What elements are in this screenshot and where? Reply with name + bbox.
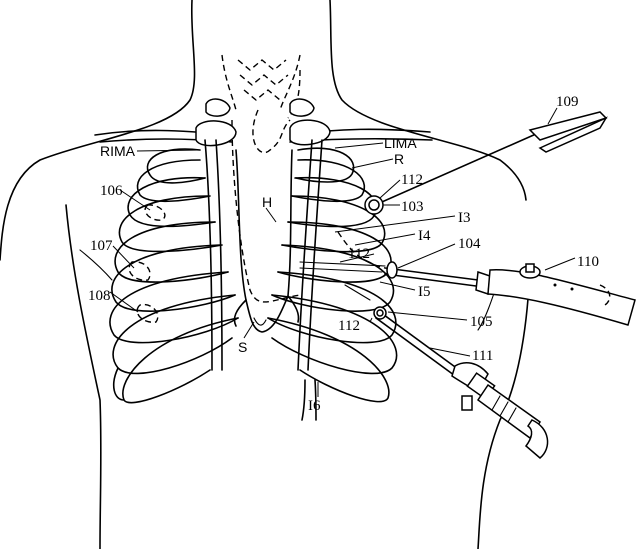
forceps-instrument-109 [375, 112, 606, 205]
port-105 [374, 307, 386, 319]
left-ribcage [268, 148, 397, 401]
label-106: 106 [100, 183, 123, 199]
label-h: H [262, 194, 272, 210]
surgical-tool-instrument-111 [376, 312, 548, 458]
label-104: 104 [458, 236, 481, 252]
label-i6: I6 [308, 398, 321, 414]
right-internal-mammary-artery [205, 140, 222, 370]
label-rima: RIMA [100, 143, 136, 159]
label-111: 111 [472, 348, 493, 364]
label-110: 110 [577, 254, 599, 270]
label-107: 107 [90, 238, 113, 254]
label-s: S [238, 339, 247, 355]
port-104 [387, 262, 397, 278]
port-103 [365, 196, 383, 214]
label-112-bottom: 112 [338, 318, 360, 334]
label-108: 108 [88, 288, 111, 304]
label-i4: I4 [418, 228, 431, 244]
label-103: 103 [401, 199, 424, 215]
label-r: R [394, 151, 404, 167]
trachea-dashed [222, 55, 300, 302]
torso-outline [0, 0, 530, 549]
label-lima: LIMA [384, 135, 417, 151]
sternum [234, 150, 298, 332]
figure-labels: RIMA LIMA R H S 106 107 108 109 110 111 … [88, 94, 599, 414]
label-i3: I3 [458, 210, 471, 226]
label-109: 109 [556, 94, 579, 110]
label-i5: I5 [418, 284, 431, 300]
label-105: 105 [470, 314, 493, 330]
label-112-top: 112 [401, 172, 423, 188]
label-112-middle: 112 [348, 246, 370, 262]
